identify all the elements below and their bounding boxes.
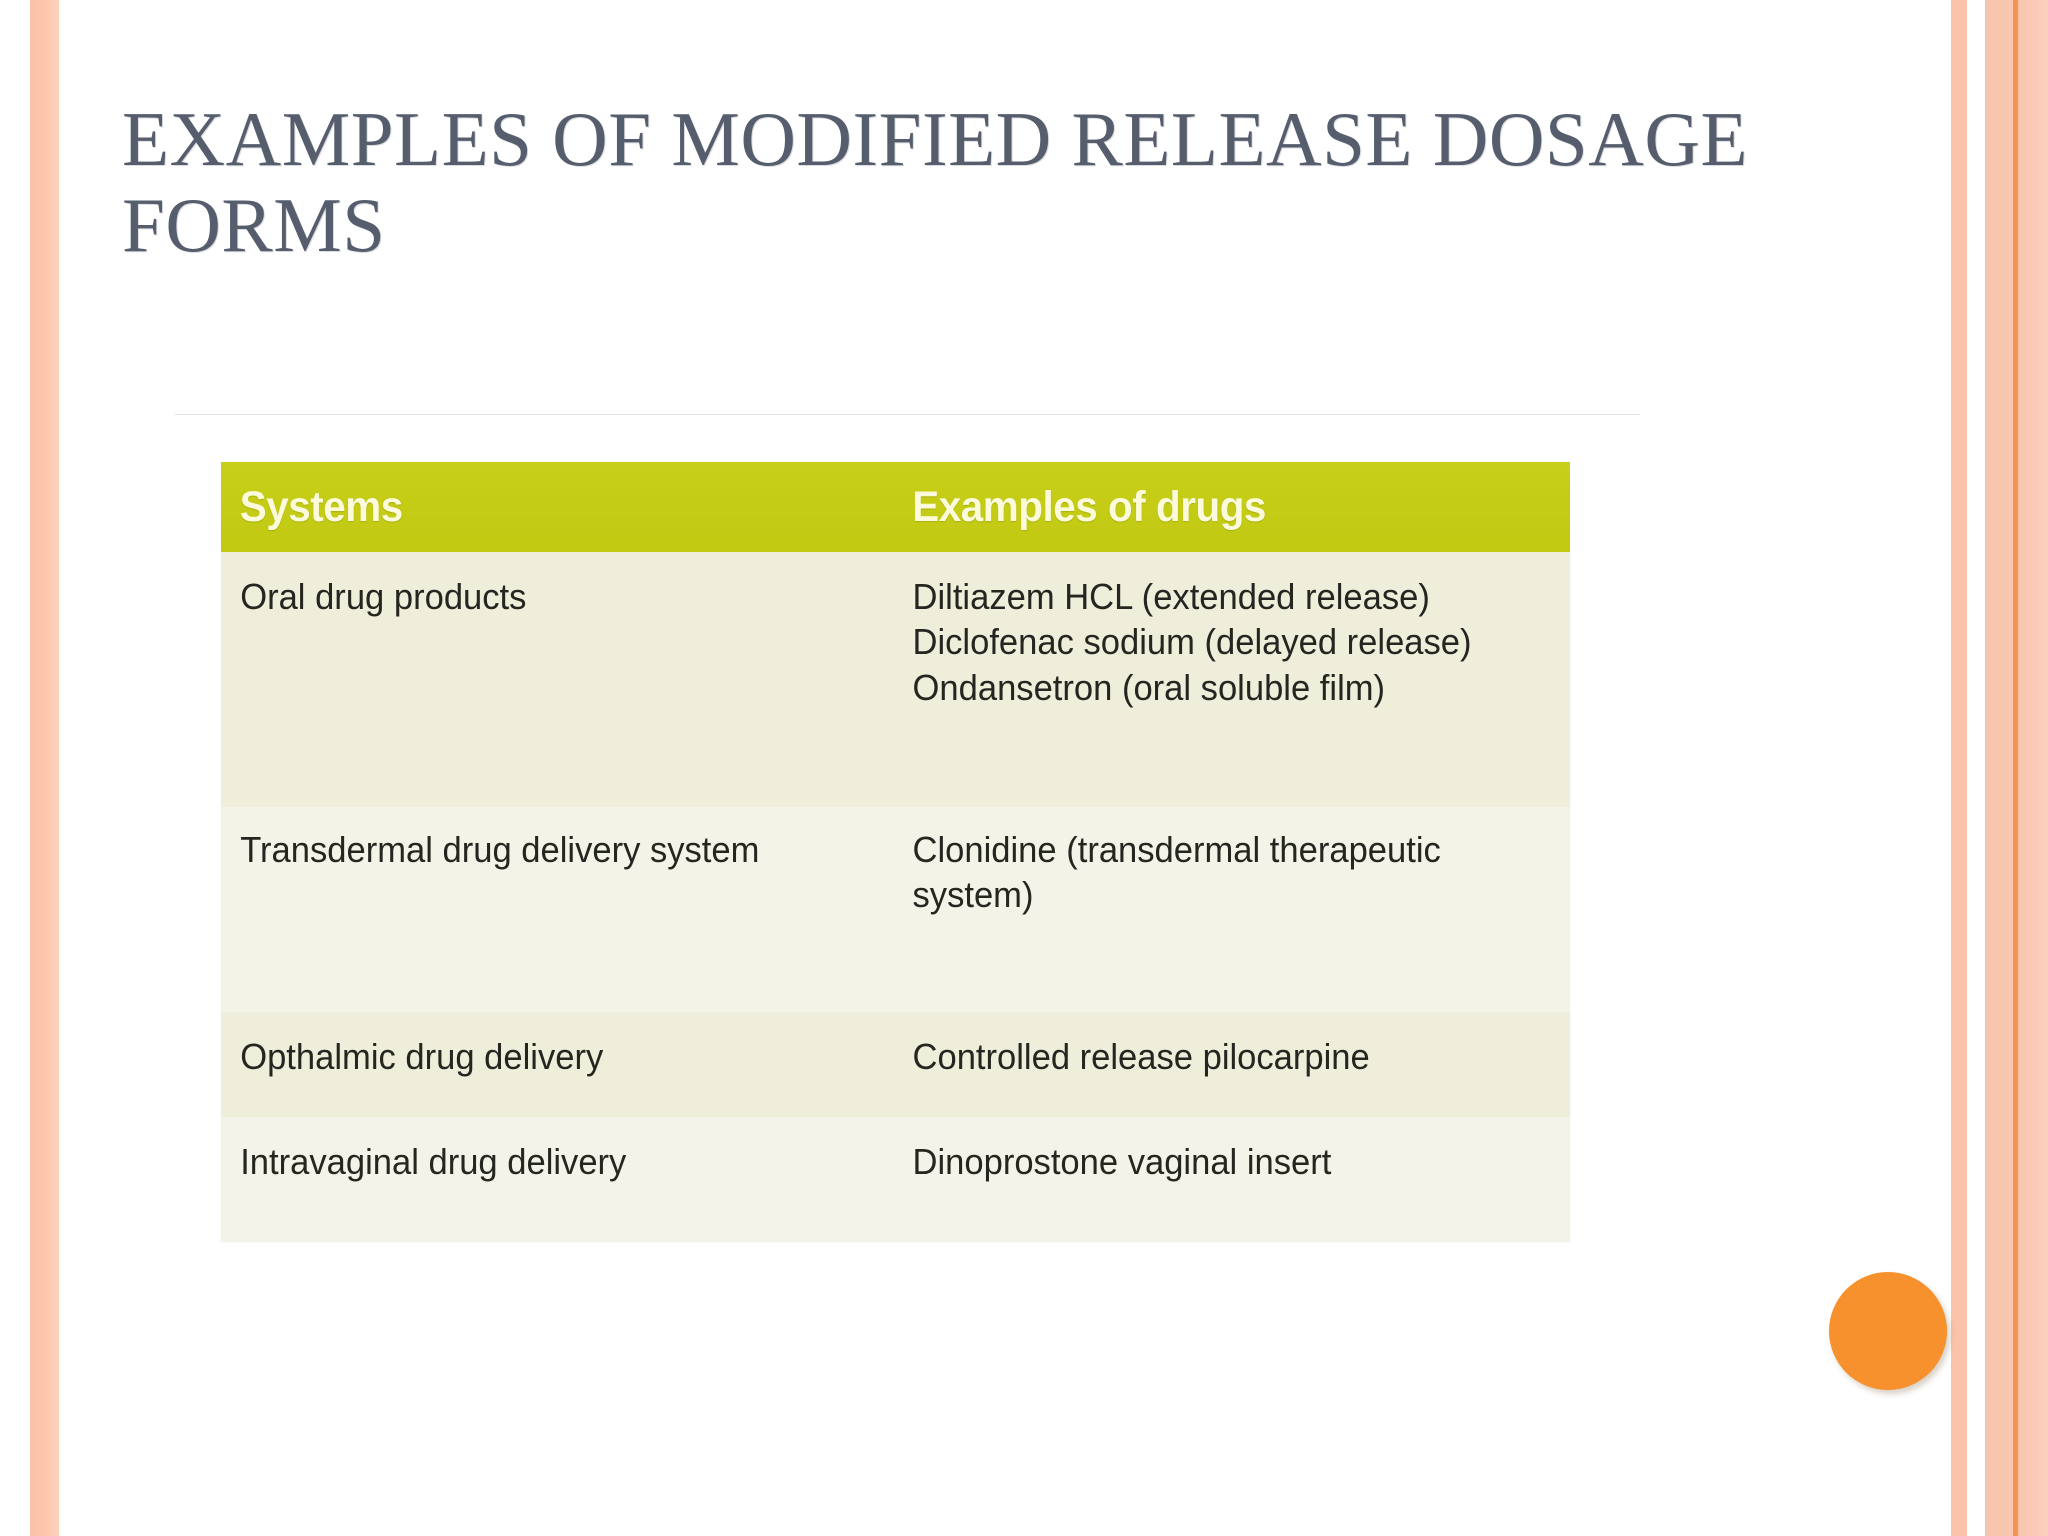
right-edge-stripe-accent	[2013, 0, 2018, 1536]
cell-examples: Dinoprostone vaginal insert	[912, 1141, 1332, 1182]
column-header-examples: Examples of drugs	[912, 482, 1266, 531]
table-header-row: Systems Examples of drugs	[221, 462, 1570, 552]
cell-examples: Clonidine (transdermal therapeutic syste…	[912, 829, 1441, 916]
page-title: Examples of modified release dosage form…	[122, 96, 1749, 269]
right-edge-stripe-outer	[2018, 0, 2048, 1536]
table-row: Oral drug products Diltiazem HCL (extend…	[221, 552, 1570, 807]
cell-examples: Controlled release pilocarpine	[912, 1036, 1370, 1077]
table-row: Transdermal drug delivery system Clonidi…	[221, 807, 1570, 1012]
table-row: Intravaginal drug delivery Dinoprostone …	[221, 1117, 1570, 1242]
cell-system: Oral drug products	[240, 576, 527, 617]
modified-release-table: Systems Examples of drugs Oral drug prod…	[221, 462, 1570, 1242]
table-row: Opthalmic drug delivery Controlled relea…	[221, 1012, 1570, 1117]
left-edge-stripe	[30, 0, 59, 1536]
right-edge-stripe-wide	[1985, 0, 2013, 1536]
column-header-systems: Systems	[239, 482, 403, 531]
title-divider	[175, 414, 1640, 415]
cell-system: Transdermal drug delivery system	[240, 829, 760, 870]
orange-circle-decoration	[1829, 1272, 1947, 1390]
cell-system: Opthalmic drug delivery	[240, 1036, 604, 1077]
right-edge-stripe-thin	[1951, 0, 1967, 1536]
cell-examples: Diltiazem HCL (extended release) Diclofe…	[912, 576, 1472, 708]
cell-system: Intravaginal drug delivery	[240, 1141, 627, 1182]
